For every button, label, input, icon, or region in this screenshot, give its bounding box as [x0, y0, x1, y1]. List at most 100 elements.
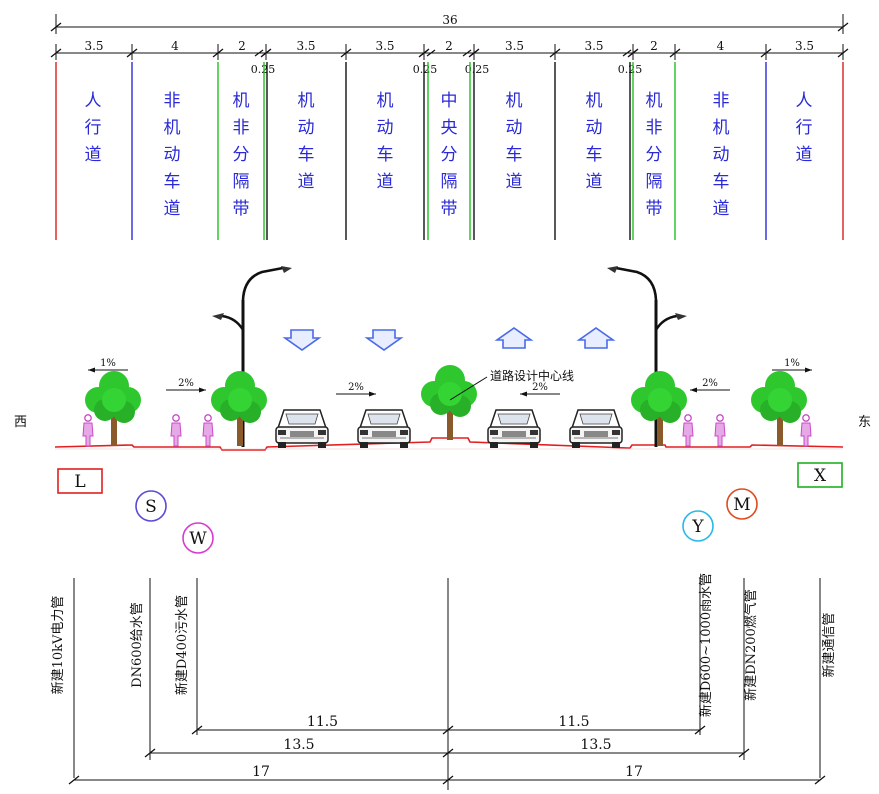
pipe-label: 新建DN200燃气管	[743, 589, 759, 701]
traffic-direction-up-icon	[578, 327, 614, 349]
lane-label-char: 车	[298, 145, 315, 165]
traffic-direction-up-icon	[496, 327, 532, 349]
utility-marker-letter: W	[189, 529, 207, 549]
lane-width-label: 4	[717, 39, 725, 53]
utility-marker-x: X	[797, 462, 843, 488]
lane-width-label: 3.5	[296, 39, 315, 53]
lane-label: 人行道	[796, 91, 813, 165]
lane-label-char: 车	[506, 145, 523, 165]
tree-icon	[211, 371, 267, 446]
bottom-dimension-label: 13.5	[580, 737, 611, 753]
utility-marker-letter: S	[145, 497, 157, 517]
pedestrian-icon	[682, 414, 694, 447]
lane-width-label: 3.5	[84, 39, 103, 53]
lane-label-char: 机	[713, 118, 730, 138]
traffic-direction-down-icon	[284, 329, 320, 351]
lane-label-char: 动	[506, 118, 523, 138]
utility-marker-m: M	[726, 488, 758, 520]
lane-width-label: 2	[238, 39, 246, 53]
ground-profile	[54, 437, 844, 451]
east-label: 东	[858, 415, 871, 430]
slope-indicator: 2%	[520, 382, 560, 397]
slope-markers: 1% 2% 2% 2% 2% 1%	[88, 358, 812, 397]
utility-marker-y: Y	[682, 510, 714, 542]
tree-icon	[631, 371, 687, 446]
lane-label-char: 机	[298, 91, 315, 111]
lane-label-char: 动	[298, 118, 315, 138]
utility-markers: L S W YM X	[57, 462, 843, 554]
divider-gap-label: 0.25	[251, 63, 276, 76]
slope-indicator: 1%	[88, 358, 128, 373]
car-icon	[275, 409, 329, 449]
utility-marker-s: S	[135, 490, 167, 522]
lane-label-char: 非	[164, 91, 181, 111]
lane-width-label: 2	[445, 39, 453, 53]
lane-label-char: 道	[164, 199, 181, 219]
slope-label: 2%	[702, 378, 718, 389]
lane-label-char: 动	[377, 118, 394, 138]
pipe-label: DN600给水管	[130, 602, 145, 688]
traffic-direction-down-icon	[366, 329, 402, 351]
slope-indicator: 2%	[336, 382, 376, 397]
tree-icon	[751, 371, 807, 446]
lane-label-char: 车	[713, 172, 730, 192]
lane-width-label: 2	[650, 39, 658, 53]
bottom-dimension-label: 11.5	[307, 714, 338, 730]
total-width-label: 36	[442, 13, 457, 27]
pedestrian-icon	[82, 414, 94, 447]
lane-label-char: 中	[441, 91, 458, 111]
lane-label-char: 机	[506, 91, 523, 111]
utility-marker-w: W	[182, 522, 214, 554]
lane-label-char: 道	[586, 172, 603, 192]
lane-label-char: 分	[233, 145, 250, 165]
lane-label-char: 人	[796, 91, 813, 111]
lane-label-char: 机	[164, 118, 181, 138]
utility-marker-letter: X	[814, 466, 827, 486]
west-label: 西	[14, 415, 27, 430]
centerline-label: 道路设计中心线	[490, 368, 574, 383]
pipe-label: 新建D600~1000雨水管	[698, 573, 714, 717]
pipe-label: 新建10kV电力管	[50, 596, 66, 695]
lane-label-char: 非	[646, 118, 663, 138]
lane-label-char: 道	[85, 145, 102, 165]
lane-label-char: 车	[586, 145, 603, 165]
utility-marker-letter: L	[74, 472, 85, 492]
lane-label-char: 道	[713, 199, 730, 219]
lane-boundary-lines	[55, 62, 844, 240]
slope-label: 1%	[784, 358, 800, 369]
lane-width-label: 3.5	[375, 39, 394, 53]
divider-gap-label: 0.25	[465, 63, 490, 76]
lane-label-char: 分	[646, 145, 663, 165]
slope-indicator: 2%	[166, 378, 206, 393]
lane-label-char: 道	[377, 172, 394, 192]
lane-label-char: 道	[298, 172, 315, 192]
pipe-line: 新建通信管	[819, 578, 837, 778]
pipe-label: 新建D400污水管	[174, 595, 190, 695]
slope-label: 2%	[532, 382, 548, 393]
lane-label: 人行道	[85, 91, 102, 165]
lane-label-char: 隔	[233, 172, 250, 192]
bottom-dimension-label: 17	[625, 764, 643, 780]
car-icon	[569, 409, 623, 449]
pipe-line: 新建D600~1000雨水管	[698, 573, 714, 735]
bottom-dimension-label: 11.5	[558, 714, 589, 730]
lane-label-char: 人	[85, 91, 102, 111]
slope-label: 1%	[100, 358, 116, 369]
road-section: 1% 2% 2% 2% 2% 1% 道路设计中心线 西 东	[14, 266, 871, 451]
lane-label-char: 隔	[441, 172, 458, 192]
lane-width-label: 3.5	[795, 39, 814, 53]
slope-label: 2%	[178, 378, 194, 389]
